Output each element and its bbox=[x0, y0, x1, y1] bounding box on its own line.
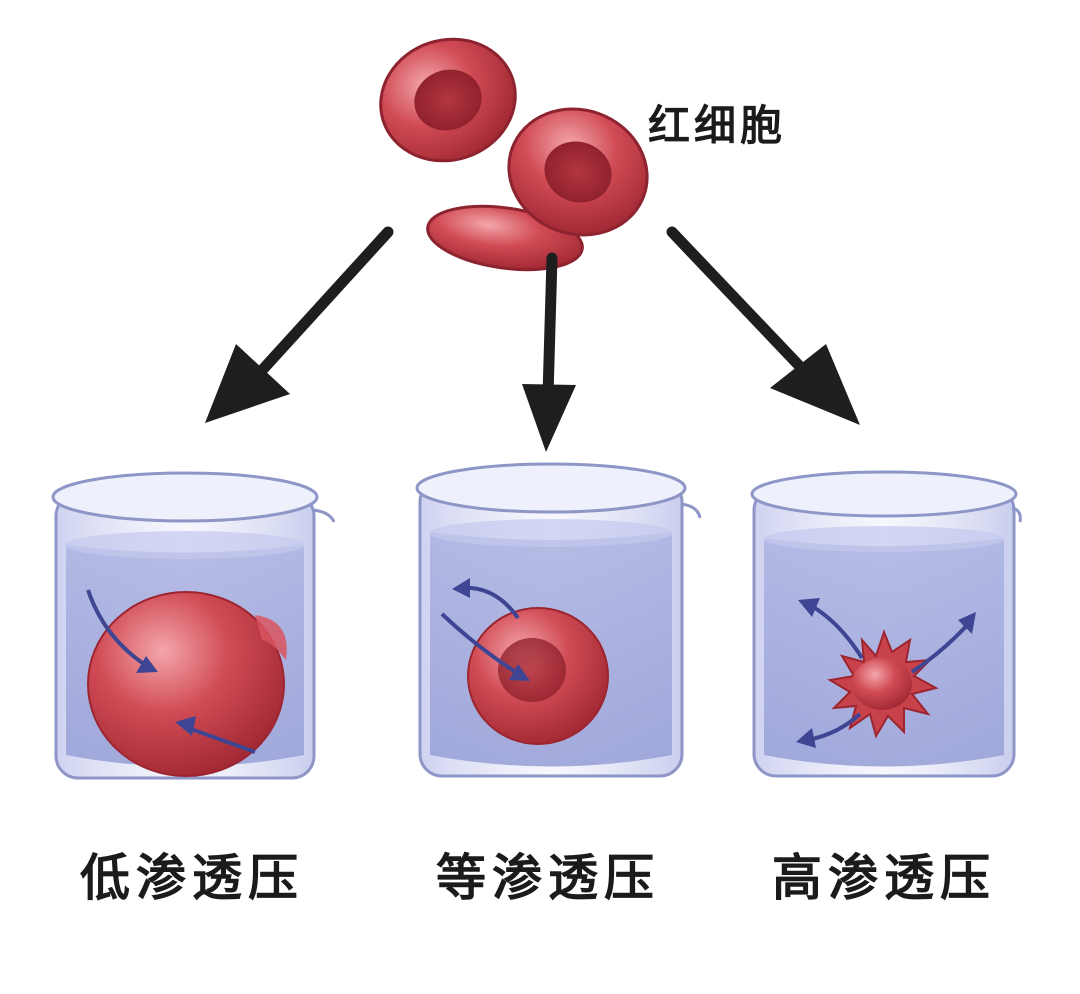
red-blood-cell-label: 红细胞 bbox=[648, 101, 787, 150]
arrow-to-iso-icon bbox=[522, 252, 576, 452]
arrows bbox=[205, 226, 860, 452]
beaker-high bbox=[750, 470, 1022, 778]
swollen-red-blood-cell bbox=[87, 591, 285, 777]
beaker-low bbox=[51, 471, 336, 780]
arrow-to-high-icon bbox=[666, 226, 860, 425]
red-blood-cell-dimple bbox=[544, 141, 612, 203]
red-blood-cell-dimple bbox=[414, 69, 482, 131]
low-osmotic-label: 低渗透压 bbox=[80, 849, 304, 907]
isotonic-label: 等渗透压 bbox=[436, 849, 660, 907]
red-blood-cell-dimple bbox=[498, 638, 566, 702]
high-osmotic-label: 高渗透压 bbox=[772, 849, 996, 907]
beaker-iso bbox=[415, 462, 702, 778]
water-outflow-arrows-icon bbox=[796, 598, 976, 748]
arrow-to-low-icon bbox=[205, 226, 394, 423]
water-balance-arrows-icon bbox=[440, 578, 530, 681]
water-inflow-arrows-icon bbox=[86, 589, 256, 754]
red-blood-cells-illustration bbox=[379, 37, 649, 272]
